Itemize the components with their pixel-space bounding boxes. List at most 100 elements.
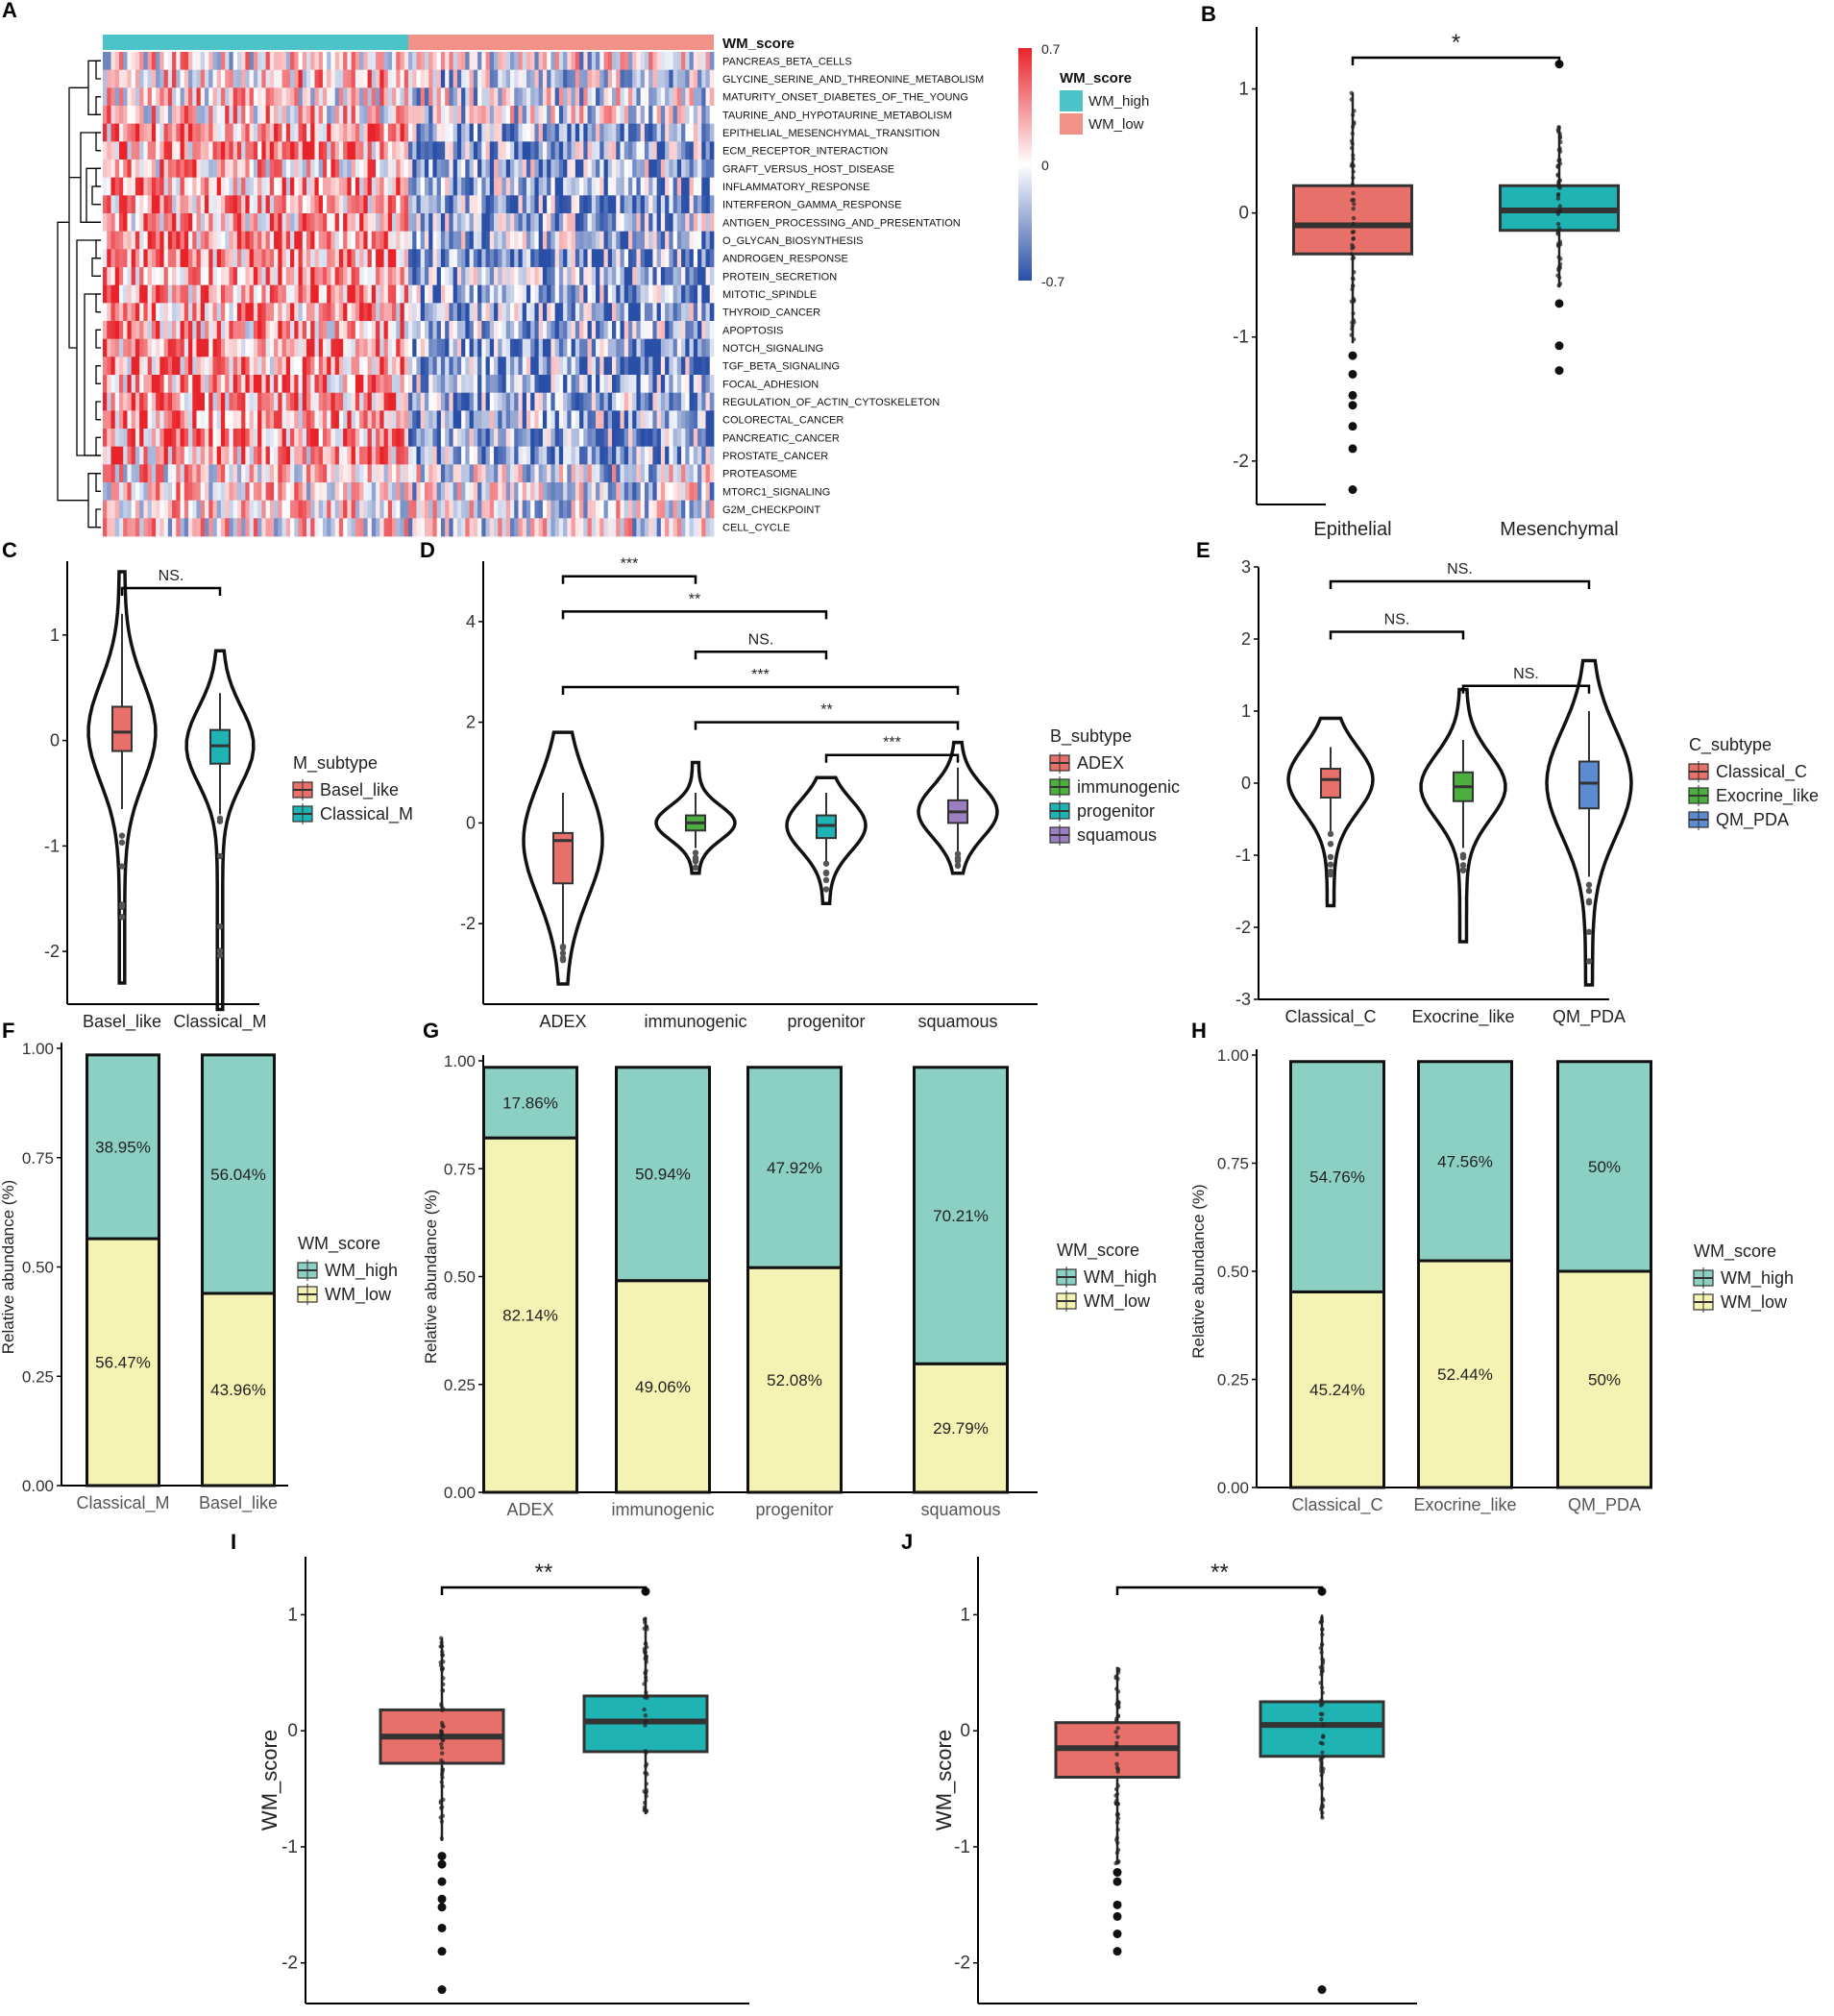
heatmap-cell — [494, 160, 499, 179]
heatmap-cell — [420, 518, 426, 537]
heatmap-cell — [571, 87, 576, 107]
heatmap-cell — [367, 177, 373, 196]
heatmap-cell — [456, 429, 462, 448]
jitter-point — [643, 1650, 648, 1655]
outlier-point — [216, 852, 224, 860]
heatmap-cell — [616, 284, 621, 304]
heatmap-cell — [183, 518, 189, 537]
heatmap-cell — [147, 106, 153, 125]
heatmap-cell — [534, 195, 540, 214]
jitter-point — [643, 1656, 648, 1661]
heatmap-cell — [143, 429, 149, 448]
heatmap-cell — [652, 284, 658, 304]
heatmap-cell — [591, 195, 597, 214]
outlier-point — [1327, 871, 1334, 878]
heatmap-cell — [302, 249, 307, 268]
heatmap-cell — [514, 249, 519, 268]
heatmap-cell — [693, 177, 698, 196]
heatmap-cell — [436, 195, 442, 214]
heatmap-cell — [212, 518, 218, 537]
jitter-point — [1556, 184, 1562, 189]
heatmap-cell — [236, 69, 242, 88]
heatmap-cell — [200, 500, 206, 519]
heatmap-cell — [216, 177, 222, 196]
heatmap-cell — [542, 249, 548, 268]
significance-bracket: ** — [440, 1560, 648, 1595]
heatmap-cell — [432, 321, 438, 340]
heatmap-cell — [351, 375, 356, 394]
heatmap-cell — [110, 410, 116, 430]
heatmap-cell — [167, 87, 173, 107]
heatmap-cell — [538, 249, 544, 268]
heatmap-cell — [114, 375, 120, 394]
heatmap-cell — [477, 195, 482, 214]
heatmap-cell — [672, 375, 678, 394]
heatmap-cell — [123, 410, 128, 430]
heatmap-cell — [485, 195, 491, 214]
heatmap-cell — [167, 213, 173, 233]
heatmap-cell — [403, 464, 409, 483]
outlier-point — [954, 857, 962, 865]
heatmap-cell — [652, 338, 658, 357]
heatmap-cell — [200, 106, 206, 125]
heatmap-cell — [461, 303, 466, 322]
heatmap-cell — [640, 123, 646, 142]
heatmap-cell — [445, 195, 450, 214]
heatmap-cell — [232, 375, 238, 394]
heatmap-cell — [172, 160, 177, 179]
heatmap-cell — [330, 392, 336, 411]
heatmap-cell — [558, 303, 564, 322]
heatmap-cell — [343, 500, 348, 519]
heatmap-cell — [461, 392, 466, 411]
y-tick-label: 4 — [466, 612, 476, 631]
heatmap-cell — [290, 52, 295, 71]
heatmap-cell — [526, 338, 531, 357]
heatmap-cell — [542, 392, 548, 411]
jitter-point — [439, 1731, 444, 1735]
heatmap-cell — [505, 231, 511, 250]
heatmap-cell — [188, 464, 193, 483]
heatmap-cell — [392, 429, 397, 448]
heatmap-cell — [624, 429, 629, 448]
heatmap-cell — [298, 500, 304, 519]
heatmap-cell — [550, 195, 556, 214]
heatmap-cell — [607, 160, 613, 179]
heatmap-cell — [550, 321, 556, 340]
heatmap-cell — [412, 464, 417, 483]
heatmap-cell — [327, 410, 331, 430]
heatmap-cell — [347, 284, 353, 304]
heatmap-cell — [522, 141, 527, 160]
heatmap-cell — [416, 429, 422, 448]
heatmap-cell — [257, 69, 262, 88]
heatmap-cell — [343, 518, 348, 537]
heatmap-cell — [416, 123, 422, 142]
heatmap-cell — [445, 429, 450, 448]
outlier-point — [1113, 1947, 1122, 1956]
heatmap-cell — [644, 87, 649, 107]
heatmap-cell — [579, 177, 584, 196]
heatmap-cell — [269, 410, 275, 430]
heatmap-cell — [274, 464, 279, 483]
y-tick-label: -1 — [954, 1837, 970, 1857]
heatmap-cell — [428, 429, 433, 448]
heatmap-cell — [114, 195, 120, 214]
heatmap-cell — [110, 106, 116, 125]
heatmap-cell — [192, 500, 197, 519]
heatmap-cell — [400, 482, 405, 502]
heatmap-cell — [693, 195, 698, 214]
heatmap-cell — [265, 464, 271, 483]
heatmap-cell — [656, 338, 662, 357]
heatmap-cell — [269, 231, 275, 250]
heatmap-cell — [465, 429, 470, 448]
heatmap-cell — [440, 160, 446, 179]
heatmap-cell — [322, 321, 328, 340]
heatmap-cell — [575, 195, 580, 214]
heatmap-cell — [290, 141, 295, 160]
heatmap-cell — [485, 338, 491, 357]
heatmap-cell — [253, 482, 258, 502]
heatmap-cell — [330, 429, 336, 448]
heatmap-cell — [685, 249, 690, 268]
bar-segment-wm-low — [1289, 1290, 1385, 1489]
heatmap-cell — [579, 446, 584, 465]
heatmap-cell — [123, 267, 128, 286]
